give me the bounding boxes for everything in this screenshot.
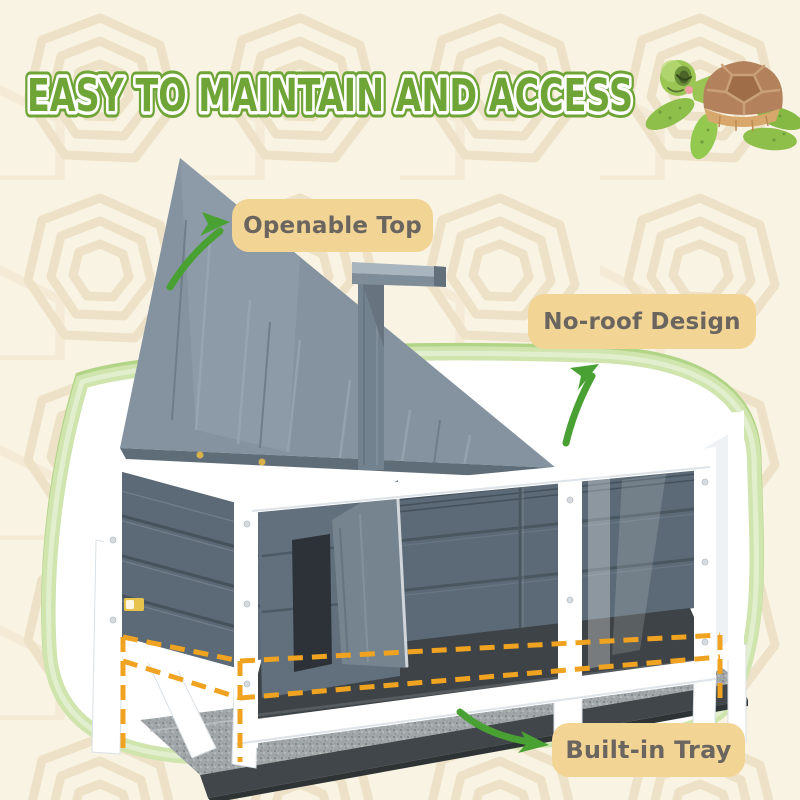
acrylic-sheen [612,474,666,655]
openable-top-panel [120,158,556,479]
product-illustration [91,158,748,800]
title-fill: EASY TO MAINTAIN AND ACCESS [27,69,633,122]
frame-screws [109,478,709,688]
basking-platform [352,262,446,470]
callout-no-roof-design: No-roof Design [528,294,756,349]
tray-dashed-outline [120,632,723,762]
lid-hinge [258,458,266,466]
enclosure-frame [109,410,744,748]
acrylic-sheen [588,469,610,669]
title-outer-stroke: EASY TO MAINTAIN AND ACCESS [27,69,633,122]
arrow-openable-top [166,212,230,291]
lid-hinge [196,451,204,459]
page-title: EASY TO MAINTAIN AND ACCESS EASY TO MAIN… [21,63,640,129]
arrow-built-in-tray [456,708,549,753]
hide-house-door [332,480,408,668]
hide-house-doorway [292,534,332,672]
turtle-illustration [645,60,800,160]
callout-arrows [166,212,599,753]
arrow-no-roof [562,364,599,447]
left-wood-panel [104,450,250,700]
title-white-stroke: EASY TO MAINTAIN AND ACCESS [27,69,633,122]
callout-built-in-tray: Built-in Tray [552,723,745,777]
hide-house [258,480,409,698]
interior-floor [246,608,714,720]
callout-openable-top: Openable Top [232,199,433,252]
